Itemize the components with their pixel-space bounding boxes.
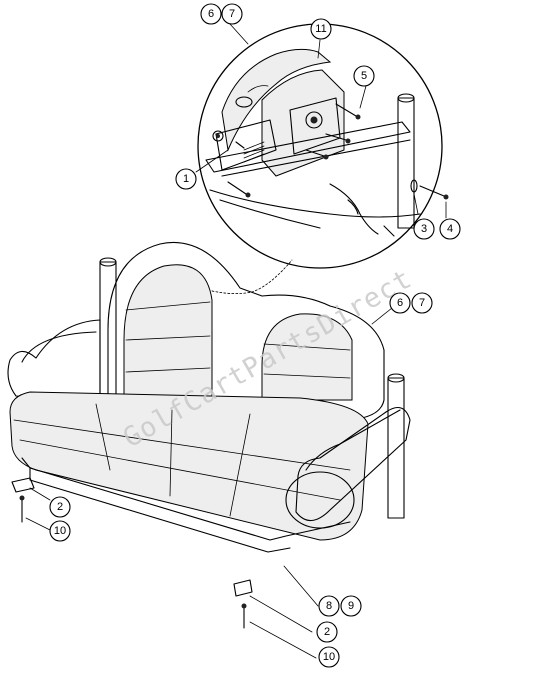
- svg-text:8: 8: [326, 600, 332, 612]
- callout-5: 5: [353, 65, 375, 87]
- detail-view: [197, 23, 449, 294]
- svg-text:1: 1: [183, 173, 189, 185]
- callout-10-bottom: 10: [318, 646, 340, 668]
- svg-text:7: 7: [229, 8, 235, 20]
- callout-11: 11: [310, 18, 332, 40]
- bolt: [227, 181, 251, 198]
- callout-7-top: 7: [221, 3, 243, 25]
- callout-7-mid: 7: [411, 292, 433, 314]
- leader-lines: [25, 23, 447, 659]
- bolt: [305, 149, 329, 160]
- svg-text:9: 9: [348, 600, 354, 612]
- svg-text:11: 11: [315, 23, 326, 35]
- callout-3: 3: [413, 218, 435, 240]
- callout-2-left: 2: [49, 496, 71, 518]
- svg-text:2: 2: [324, 626, 330, 638]
- svg-text:4: 4: [447, 223, 453, 235]
- svg-text:2: 2: [57, 501, 63, 513]
- callout-10-left: 10: [49, 520, 71, 542]
- hinge-bracket: [233, 579, 253, 629]
- svg-text:6: 6: [397, 297, 403, 309]
- svg-text:10: 10: [323, 651, 335, 663]
- callout-9: 9: [340, 595, 362, 617]
- seat-assembly: [7, 241, 411, 629]
- svg-text:3: 3: [421, 223, 427, 235]
- callout-6-mid: 6: [389, 292, 411, 314]
- svg-text:6: 6: [208, 8, 214, 20]
- bolt: [335, 103, 361, 120]
- callout-1: 1: [175, 168, 197, 190]
- svg-text:7: 7: [419, 297, 425, 309]
- hinge-bracket: [11, 477, 35, 523]
- vent-slot: [243, 141, 265, 163]
- callout-8: 8: [318, 595, 340, 617]
- callout-2-bottom: 2: [316, 621, 338, 643]
- bolt: [235, 141, 245, 149]
- bolt: [325, 133, 351, 144]
- svg-text:5: 5: [361, 70, 367, 82]
- callout-6-top: 6: [200, 3, 222, 25]
- callout-4: 4: [439, 218, 461, 240]
- svg-text:10: 10: [54, 525, 66, 537]
